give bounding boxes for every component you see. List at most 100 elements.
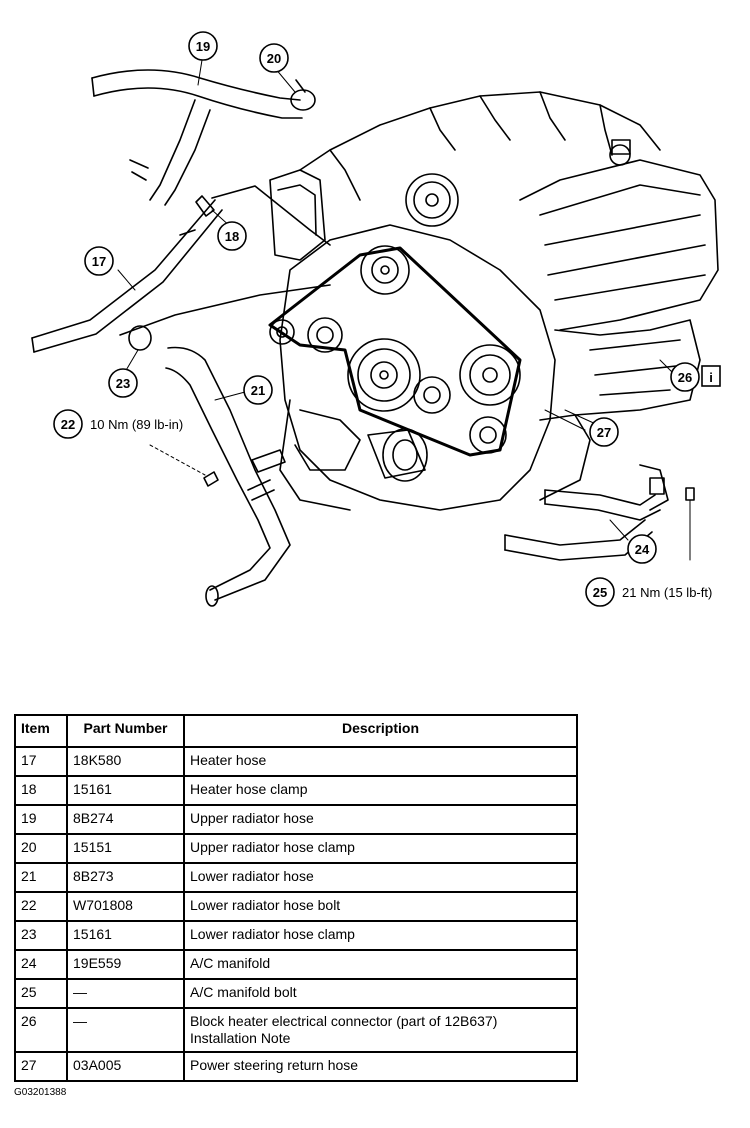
callout-22: 22 10 Nm (89 lb-in) [53,409,183,439]
svg-text:17: 17 [92,254,106,269]
svg-text:21: 21 [251,383,265,398]
info-note-icon [701,365,721,387]
table-row: 21 8B273 Lower radiator hose [14,862,578,893]
torque-spec-22: 10 Nm (89 lb-in) [90,417,183,432]
svg-text:25: 25 [593,585,607,600]
item-cell: 18 [14,775,68,806]
item-cell: 27 [14,1051,68,1082]
svg-text:19: 19 [196,39,210,54]
part-number-cell: 15161 [66,775,185,806]
callout-23: 23 [108,368,138,398]
part-number-cell-text: — [73,1013,87,1029]
description-cell-text: Block heater electrical connector (part … [190,1013,498,1029]
description-cell: Heater hose [183,746,578,777]
item-cell-text: 17 [21,752,37,768]
part-number-cell: 03A005 [66,1051,185,1082]
callout-17: 17 [84,246,114,276]
part-number-cell-text: 15161 [73,926,112,942]
description-cell: Block heater electrical connector (part … [183,1007,578,1053]
lower-hose-clamp [128,325,152,351]
upper-hose-clamp [290,79,316,111]
engine-exploded-diagram: 19 20 17 18 23 21 22 10 Nm (89 lb-in) 26… [31,31,721,607]
description-cell-text: A/C manifold [190,955,271,971]
description-cell: Power steering return hose [183,1051,578,1082]
part-number-cell-text: 03A005 [73,1057,122,1073]
item-cell-text: 23 [21,926,37,942]
table-header-row: Item Part Number Description [14,714,578,748]
svg-text:i: i [709,370,713,385]
part-number-cell-text: — [73,984,87,1000]
table-row: 17 18K580 Heater hose [14,746,578,777]
description-cell: Lower radiator hose bolt [183,891,578,922]
svg-text:22: 22 [61,417,75,432]
item-cell-text: 20 [21,839,37,855]
item-cell-text: 26 [21,1013,37,1029]
description-cell: A/C manifold [183,949,578,980]
table-row: 19 8B274 Upper radiator hose [14,804,578,835]
callout-21: 21 [243,375,273,405]
table-row: 23 15161 Lower radiator hose clamp [14,920,578,951]
description-cell-text: Lower radiator hose bolt [190,897,341,913]
installation-note-link[interactable]: Installation Note [190,1030,291,1046]
description-cell-text: Upper radiator hose [190,810,314,826]
description-cell-text: A/C manifold bolt [190,984,297,1000]
callout-19: 19 [188,31,218,61]
table-row: 25 — A/C manifold bolt [14,978,578,1009]
description-cell: Heater hose clamp [183,775,578,806]
part-number-cell: 8B273 [66,862,185,893]
heater-hose-clamp [195,195,215,217]
item-cell-text: 22 [21,897,37,913]
item-cell: 19 [14,804,68,835]
description-cell-text: Heater hose clamp [190,781,308,797]
torque-spec-25: 21 Nm (15 lb-ft) [622,585,712,600]
part-number-cell: — [66,978,185,1009]
item-cell: 21 [14,862,68,893]
item-cell: 20 [14,833,68,864]
description-cell: Upper radiator hose clamp [183,833,578,864]
part-number-cell: — [66,1007,185,1053]
part-number-cell: 19E559 [66,949,185,980]
part-number-cell: 15151 [66,833,185,864]
leader-lines [117,59,629,541]
description-cell: A/C manifold bolt [183,978,578,1009]
header-part-number: Part Number [66,714,185,748]
accessory-pulleys [268,245,522,457]
description-cell-text: Lower radiator hose clamp [190,926,355,942]
part-number-cell: 8B274 [66,804,185,835]
part-number-cell-text: 18K580 [73,752,122,768]
description-cell-text: Upper radiator hose clamp [190,839,355,855]
part-number-cell-text: 8B274 [73,810,114,826]
part-number-cell: 15161 [66,920,185,951]
upper-radiator-hose [91,69,303,206]
figure-id: G03201388 [14,1087,67,1098]
callout-27: 27 [589,417,619,447]
part-number-cell: 18K580 [66,746,185,777]
item-cell-text: 25 [21,984,37,1000]
table-row: 27 03A005 Power steering return hose [14,1051,578,1082]
item-cell: 25 [14,978,68,1009]
engine-assembly [269,91,719,511]
item-cell: 26 [14,1007,68,1053]
item-cell: 17 [14,746,68,777]
svg-text:20: 20 [267,51,281,66]
part-number-cell-text: 19E559 [73,955,122,971]
item-cell-text: 21 [21,868,37,884]
svg-text:24: 24 [635,542,650,557]
callout-20: 20 [259,43,289,73]
svg-text:27: 27 [597,425,611,440]
item-cell-text: 19 [21,810,37,826]
svg-text:18: 18 [225,229,239,244]
item-cell-text: 24 [21,955,37,971]
lower-radiator-hose [165,346,291,607]
callout-18: 18 [217,221,247,251]
table-row: 22 W701808 Lower radiator hose bolt [14,891,578,922]
lower-hose-bolt [149,444,219,487]
svg-text:26: 26 [678,370,692,385]
description-cell-text: Lower radiator hose [190,868,314,884]
part-number-cell-text: W701808 [73,897,133,913]
description-cell: Lower radiator hose [183,862,578,893]
description-cell: Upper radiator hose [183,804,578,835]
